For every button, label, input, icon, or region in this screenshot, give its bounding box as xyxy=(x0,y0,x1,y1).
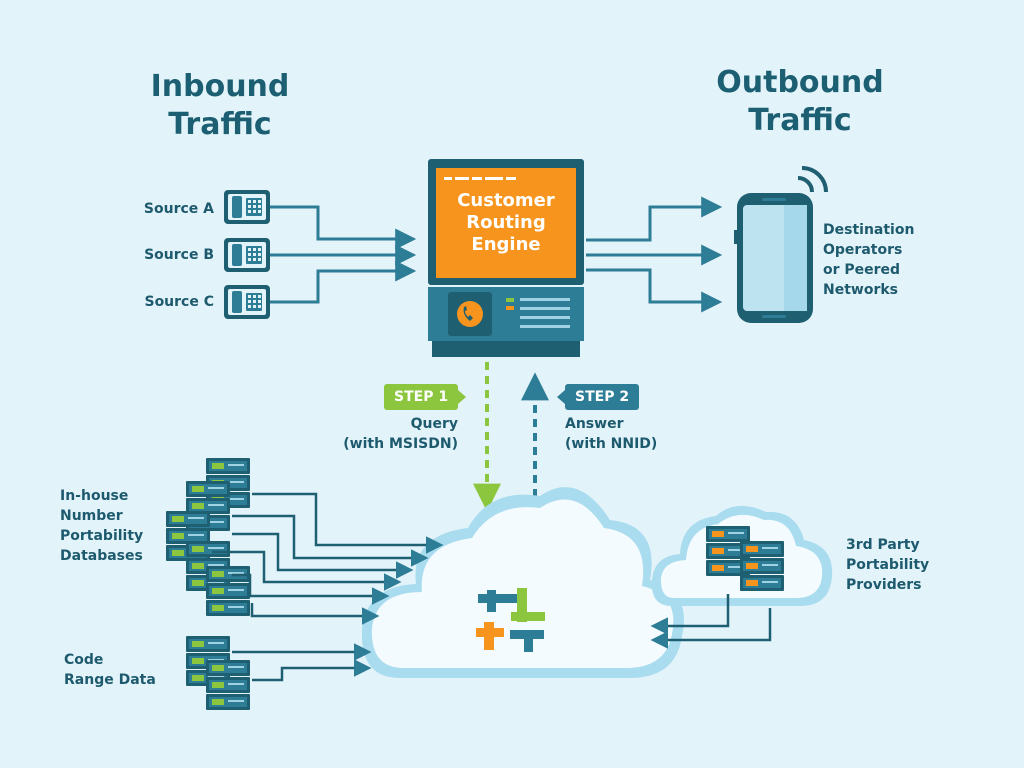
source-c-phone-icon xyxy=(224,285,270,319)
step-2-text: Answer (with NNID) xyxy=(565,416,658,452)
code-range-data-icon xyxy=(186,636,250,710)
routing-engine-icon xyxy=(428,159,584,357)
source-a-label: Source A xyxy=(143,201,214,217)
step-1-badge: STEP 1 xyxy=(384,384,459,410)
step-2-badge: STEP 2 xyxy=(565,384,640,410)
destination-label: Destination Operators or Peered Networks xyxy=(823,222,915,298)
mobile-phone-icon xyxy=(734,166,828,323)
routing-engine-label: Customer Routing Engine xyxy=(457,190,555,255)
third-party-cloud-icon xyxy=(651,505,833,606)
inbound-traffic-heading: Inbound Traffic xyxy=(150,69,290,142)
third-party-providers-label: 3rd Party Portability Providers xyxy=(846,537,930,593)
code-range-data-label: Code Range Data xyxy=(64,652,156,688)
inhouse-databases-label: In-house Number Portability Databases xyxy=(60,488,144,564)
step-1-text: Query (with MSISDN) xyxy=(343,416,458,452)
outbound-traffic-heading: Outbound Traffic xyxy=(716,65,884,138)
inhouse-databases-icon xyxy=(166,458,250,616)
source-b-label: Source B xyxy=(144,247,214,263)
source-c-label: Source C xyxy=(144,294,214,310)
source-b-phone-icon xyxy=(224,238,270,272)
main-cloud-icon xyxy=(361,487,684,678)
source-a-phone-icon xyxy=(224,190,270,224)
